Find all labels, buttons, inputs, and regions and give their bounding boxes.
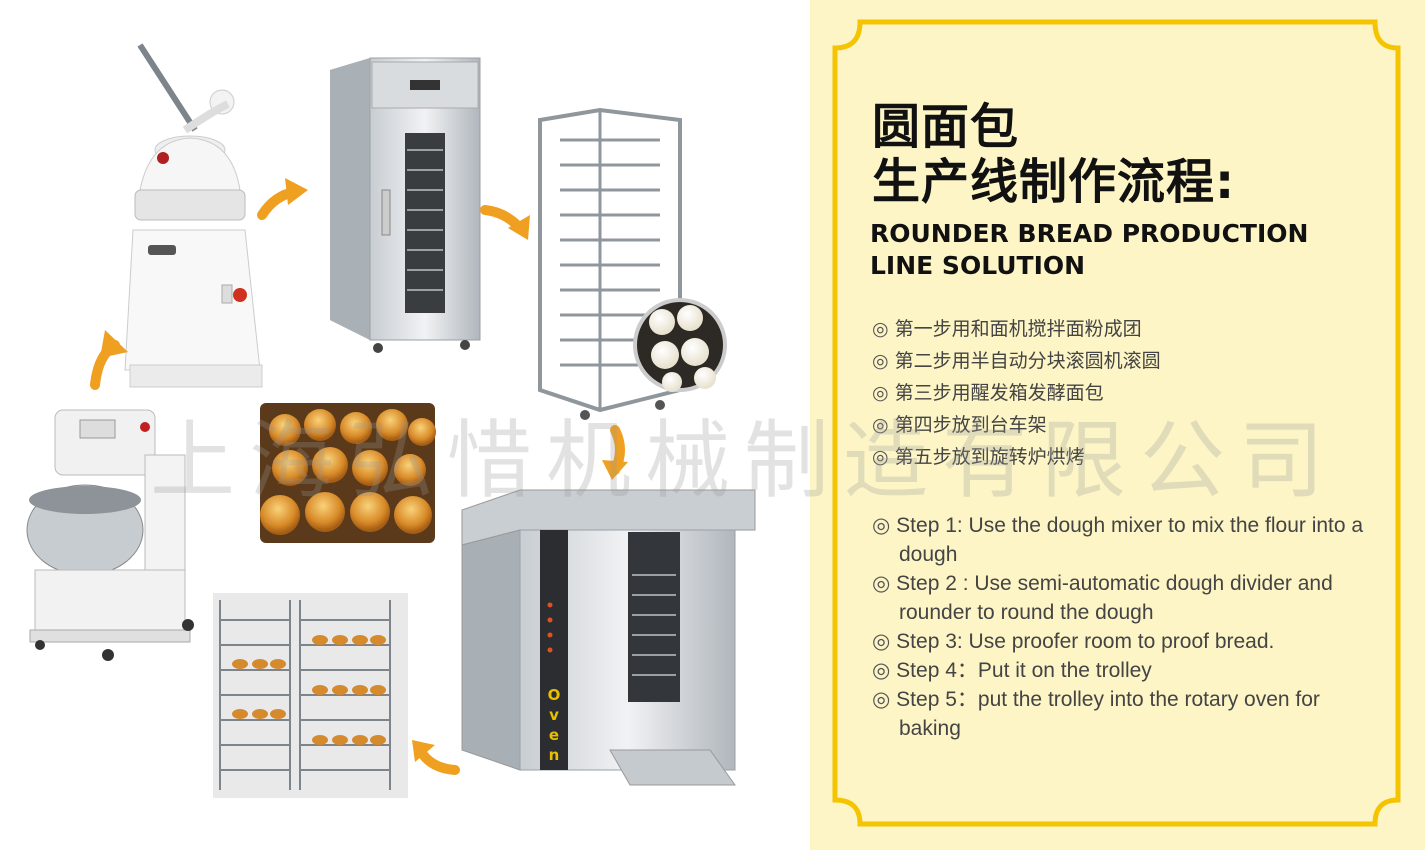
arrowhead-icon bbox=[508, 215, 530, 240]
step-text: 第二步用半自动分块滚圆机滚圆 bbox=[894, 350, 1161, 372]
step-text: 第三步用醒发箱发酵面包 bbox=[894, 382, 1104, 404]
page-title-en: ROUNDER BREAD PRODUCTION LINE SOLUTION bbox=[870, 218, 1308, 282]
title-en-line: LINE SOLUTION bbox=[870, 251, 1086, 280]
baked-buns-photo bbox=[260, 403, 436, 543]
list-item: ◎ Step 4：Put it on the trolley bbox=[872, 656, 1372, 685]
list-item: ◎ 第一步用和面机搅拌面粉成团 bbox=[872, 313, 1161, 345]
title-cn-line: 圆面包 bbox=[872, 99, 1020, 155]
title-cn-line: 生产线制作流程: bbox=[872, 154, 1236, 210]
steps-list-cn: ◎ 第一步用和面机搅拌面粉成团 ◎ 第二步用半自动分块滚圆机滚圆 ◎ 第三步用醒… bbox=[872, 313, 1161, 473]
dough-divider-rounder bbox=[124, 43, 263, 388]
step-text: Step 5：put the trolley into the rotary o… bbox=[896, 688, 1320, 740]
list-item: ◎ 第四步放到台车架 bbox=[872, 409, 1161, 441]
bullet-icon: ◎ bbox=[872, 446, 889, 468]
arrowhead-icon bbox=[285, 178, 308, 205]
bullet-icon: ◎ bbox=[872, 514, 891, 537]
step-text: Step 1: Use the dough mixer to mix the f… bbox=[896, 514, 1364, 566]
list-item: ◎ Step 3: Use proofer room to proof brea… bbox=[872, 627, 1372, 656]
step-text: Step 2 : Use semi-automatic dough divide… bbox=[896, 572, 1333, 624]
arrowhead-icon bbox=[412, 740, 435, 762]
title-en-line: ROUNDER BREAD PRODUCTION bbox=[870, 219, 1309, 248]
step-text: 第四步放到台车架 bbox=[894, 414, 1047, 436]
list-item: ◎ Step 2 : Use semi-automatic dough divi… bbox=[872, 569, 1372, 627]
list-item: ◎ Step 1: Use the dough mixer to mix the… bbox=[872, 511, 1372, 569]
arrowhead-icon bbox=[100, 330, 128, 358]
bullet-icon: ◎ bbox=[872, 318, 889, 340]
spiral-mixer bbox=[26, 409, 194, 661]
bullet-icon: ◎ bbox=[872, 572, 891, 595]
bullet-icon: ◎ bbox=[872, 350, 889, 372]
bullet-icon: ◎ bbox=[872, 382, 889, 404]
page-title-cn: 圆面包 生产线制作流程: bbox=[872, 100, 1235, 210]
list-item: ◎ Step 5：put the trolley into the rotary… bbox=[872, 685, 1372, 743]
list-item: ◎ 第五步放到旋转炉烘烤 bbox=[872, 441, 1161, 473]
oven-label-char: v bbox=[549, 706, 559, 724]
info-panel: 圆面包 生产线制作流程: ROUNDER BREAD PRODUCTION LI… bbox=[810, 0, 1425, 850]
bullet-icon: ◎ bbox=[872, 659, 891, 682]
step-text: 第五步放到旋转炉烘烤 bbox=[894, 446, 1085, 468]
oven-label-char: n bbox=[549, 746, 560, 764]
equipment-illustration: O v e n bbox=[26, 43, 756, 798]
flow-arrowheads bbox=[100, 178, 628, 762]
arrowhead-icon bbox=[602, 460, 628, 480]
step-text: Step 3: Use proofer room to proof bread. bbox=[896, 630, 1275, 653]
oven-label-char: e bbox=[549, 726, 559, 744]
decorative-frame bbox=[832, 19, 1401, 827]
bullet-icon: ◎ bbox=[872, 688, 891, 711]
bread-trolleys-photo bbox=[213, 593, 408, 798]
production-flow-graphic: O v e n bbox=[26, 43, 756, 798]
rotary-oven bbox=[461, 489, 756, 786]
dough-balls-closeup bbox=[633, 298, 727, 392]
bullet-icon: ◎ bbox=[872, 630, 891, 653]
bullet-icon: ◎ bbox=[872, 414, 889, 436]
steps-list-en: ◎ Step 1: Use the dough mixer to mix the… bbox=[872, 511, 1372, 743]
list-item: ◎ 第三步用醒发箱发酵面包 bbox=[872, 377, 1161, 409]
proofer-cabinet bbox=[330, 57, 481, 353]
step-text: Step 4：Put it on the trolley bbox=[896, 659, 1152, 682]
oven-label-char: O bbox=[548, 686, 561, 704]
list-item: ◎ 第二步用半自动分块滚圆机滚圆 bbox=[872, 345, 1161, 377]
step-text: 第一步用和面机搅拌面粉成团 bbox=[894, 318, 1142, 340]
